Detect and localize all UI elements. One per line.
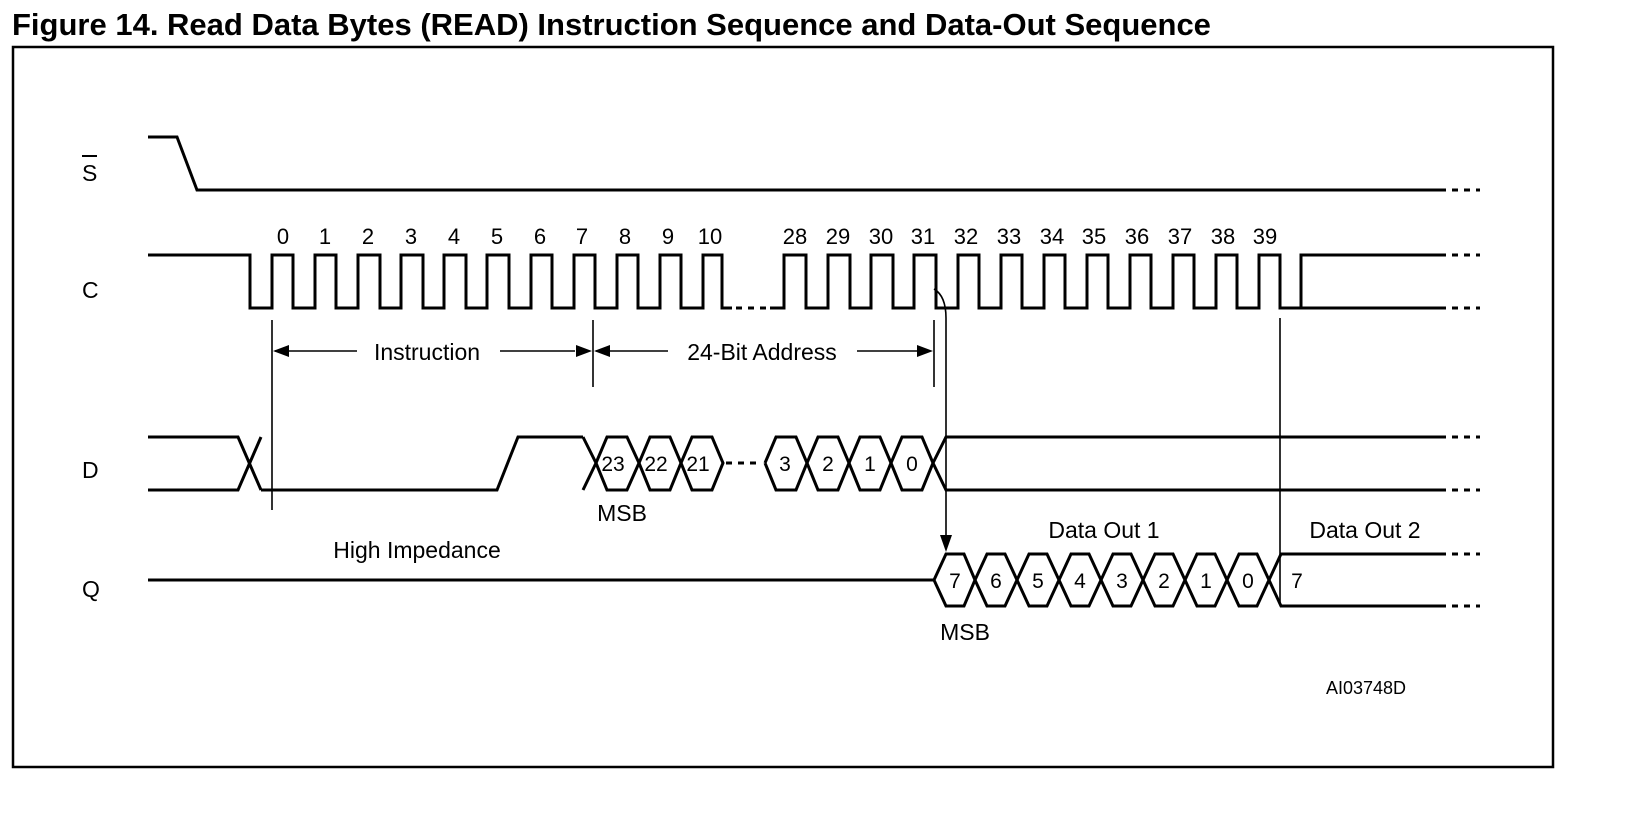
s-waveform xyxy=(148,135,1440,192)
figure-frame xyxy=(11,45,1555,769)
figure-id-code: AI03748D xyxy=(1326,678,1406,698)
q-bit: 1 xyxy=(1200,570,1212,593)
instruction-label: Instruction xyxy=(374,339,480,365)
clock-count: 34 xyxy=(1040,224,1064,249)
data-out-2-label: Data Out 2 xyxy=(1309,517,1420,543)
clock-count: 2 xyxy=(362,224,374,249)
d-bit: 3 xyxy=(779,453,791,476)
address-label: 24-Bit Address xyxy=(687,339,837,365)
c-waveform-part1 xyxy=(148,253,732,310)
clock-count: 1 xyxy=(319,224,331,249)
q-bit: 7 xyxy=(1291,570,1303,593)
clock-count: 4 xyxy=(448,224,460,249)
d-bit: 1 xyxy=(864,453,876,476)
q-bit: 7 xyxy=(949,570,961,593)
high-impedance-label: High Impedance xyxy=(333,537,501,563)
d-bit: 23 xyxy=(601,453,624,476)
q-bit: 6 xyxy=(990,570,1002,593)
q-msb-label: MSB xyxy=(940,619,990,645)
clock-counts-group2: 28 29 30 31 32 33 34 35 36 37 38 39 xyxy=(783,224,1277,249)
clock-count: 38 xyxy=(1211,224,1235,249)
d-bus-first xyxy=(581,435,725,492)
clock-to-output-arrowhead xyxy=(940,535,952,552)
clock-count: 8 xyxy=(619,224,631,249)
clock-count: 30 xyxy=(869,224,893,249)
c-waveform-part2 xyxy=(770,253,1440,310)
clock-count: 29 xyxy=(826,224,850,249)
d-bit: 2 xyxy=(822,453,834,476)
instruction-dimension: Instruction xyxy=(273,339,592,365)
clock-count: 28 xyxy=(783,224,807,249)
signal-label-c: C xyxy=(82,277,99,303)
clock-to-output-arrow xyxy=(933,288,947,535)
d-msb-label: MSB xyxy=(597,500,647,526)
clock-count: 6 xyxy=(534,224,546,249)
clock-count: 5 xyxy=(491,224,503,249)
clock-count: 33 xyxy=(997,224,1021,249)
q-bit: 2 xyxy=(1158,570,1170,593)
clock-count: 7 xyxy=(576,224,588,249)
clock-count: 37 xyxy=(1168,224,1192,249)
figure-title: Figure 14. Read Data Bytes (READ) Instru… xyxy=(12,7,1211,42)
q-bit: 3 xyxy=(1116,570,1128,593)
q-bit: 5 xyxy=(1032,570,1044,593)
clock-count: 35 xyxy=(1082,224,1106,249)
clock-count: 31 xyxy=(911,224,935,249)
d-bit: 0 xyxy=(906,453,918,476)
q-bit: 4 xyxy=(1074,570,1086,593)
signal-label-q: Q xyxy=(82,576,100,602)
data-out-1-label: Data Out 1 xyxy=(1048,517,1159,543)
clock-count: 0 xyxy=(277,224,289,249)
clock-counts-group1: 0 1 2 3 4 5 6 7 8 9 10 xyxy=(277,224,722,249)
clock-count: 10 xyxy=(698,224,722,249)
d-bit: 22 xyxy=(644,453,667,476)
d-waveform-high xyxy=(148,435,263,491)
d-bit-labels: 23 22 21 3 2 1 0 xyxy=(601,453,918,476)
address-dimension: 24-Bit Address xyxy=(594,339,933,365)
q-bit-labels: 7 6 5 4 3 2 1 0 7 xyxy=(949,570,1303,593)
clock-count: 9 xyxy=(662,224,674,249)
clock-count: 32 xyxy=(954,224,978,249)
d-bit: 21 xyxy=(686,453,709,476)
clock-count: 3 xyxy=(405,224,417,249)
q-bit: 0 xyxy=(1242,570,1254,593)
q-bus-byte1 xyxy=(932,552,1271,608)
d-waveform-low xyxy=(148,436,263,492)
q-bus-byte2 xyxy=(1267,552,1440,608)
d-waveform-mid xyxy=(261,435,583,492)
clock-count: 39 xyxy=(1253,224,1277,249)
signal-label-d: D xyxy=(82,457,99,483)
signal-label-s: S xyxy=(82,160,97,186)
clock-count: 36 xyxy=(1125,224,1149,249)
